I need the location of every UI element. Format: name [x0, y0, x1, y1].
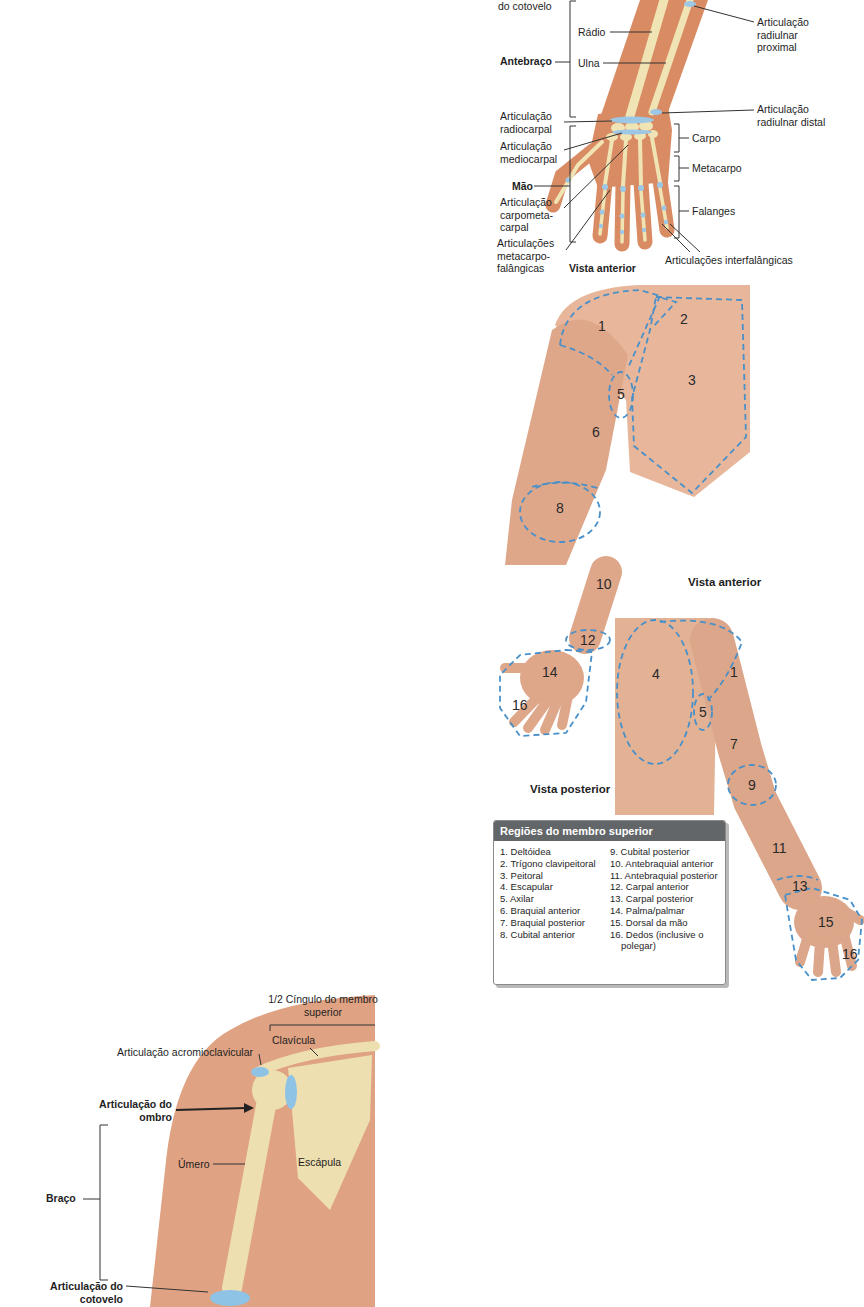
table-column: 9. Cubital posterior10. Antebraquial ant… — [610, 846, 720, 952]
table-body: 1. Deltóidea2. Trígono clavipeitoral3. P… — [494, 841, 725, 958]
region-entry: 1. Deltóidea — [500, 846, 610, 858]
region-entry: 3. Peitoral — [500, 870, 610, 882]
region-number: 16 — [512, 697, 528, 713]
anatomy-label: Articulação acromioclavicular — [117, 1046, 253, 1059]
table-heading: Regiões do membro superior — [494, 821, 725, 841]
region-entry: 4. Escapular — [500, 881, 610, 893]
region-entry: 2. Trígono clavipeitoral — [500, 858, 610, 870]
region-number: 6 — [592, 424, 600, 440]
region-number: 2 — [680, 311, 688, 327]
region-number: 14 — [542, 664, 558, 680]
anatomy-label: Articulação do cotovelo — [48, 1280, 123, 1305]
anatomy-label: Articulações interfalângicas — [665, 254, 793, 267]
region-entry: 13. Carpal posterior — [610, 893, 720, 905]
anatomy-label: Articulação radiulnar proximal — [757, 16, 832, 54]
region-number: 11 — [772, 840, 787, 856]
anatomy-label: Metacarpo — [692, 162, 742, 175]
region-number: 3 — [688, 372, 696, 388]
anatomy-label: Antebraço — [500, 55, 552, 68]
anatomy-label: Falanges — [692, 205, 735, 218]
anatomy-label: Ulna — [578, 57, 600, 70]
view-title: Vista anterior — [688, 576, 761, 589]
anatomy-label: Rádio — [578, 26, 605, 39]
anatomy-label: Articulação radiulnar distal — [757, 103, 832, 128]
region-number: 13 — [792, 878, 808, 894]
view-title: Vista posterior — [530, 783, 610, 796]
anatomy-label: Braço — [46, 1192, 76, 1205]
region-number: 16 — [842, 946, 858, 962]
region-entry: 11. Antebraquial posterior — [610, 870, 720, 882]
anatomy-label: Articulação do ombro — [92, 1098, 172, 1123]
anatomy-label: Carpo — [692, 132, 721, 145]
region-entry: 10. Antebraquial anterior — [610, 858, 720, 870]
anatomy-label: Úmero — [178, 1158, 210, 1171]
region-entry: 12. Carpal anterior — [610, 881, 720, 893]
region-number: 7 — [730, 736, 738, 752]
region-number: 15 — [818, 914, 834, 930]
anatomy-label: Mão — [512, 180, 533, 193]
region-entry: 8. Cubital anterior — [500, 929, 610, 941]
anatomy-label: do cotovelo — [498, 0, 552, 13]
anterior-regions-photo — [505, 285, 750, 565]
region-entry: 7. Braquial posterior — [500, 917, 610, 929]
anatomy-label: Vista anterior — [569, 262, 636, 275]
region-entry: 14. Palma/palmar — [610, 905, 720, 917]
region-number: 8 — [556, 500, 564, 516]
region-number: 4 — [652, 666, 660, 682]
anatomy-label: 1/2 Cíngulo do membro superior — [268, 993, 378, 1018]
region-entry: 5. Axilar — [500, 893, 610, 905]
region-number: 5 — [617, 386, 625, 402]
region-number: 1 — [730, 664, 738, 680]
anatomy-label: Clavícula — [272, 1034, 315, 1047]
region-number: 12 — [580, 632, 596, 648]
region-entry: 6. Braquial anterior — [500, 905, 610, 917]
region-number: 5 — [699, 704, 707, 720]
region-number: 1 — [598, 318, 606, 334]
anatomy-label: Articulação radiocarpal — [500, 110, 562, 135]
forearm-hand-figure — [534, 0, 754, 252]
region-entry: 9. Cubital posterior — [610, 846, 720, 858]
region-table: Regiões do membro superior 1. Deltóidea2.… — [493, 820, 726, 985]
anatomy-label: Articulação mediocarpal — [500, 140, 562, 165]
region-entry: 16. Dedos (inclusive o polegar) — [610, 929, 720, 953]
anterior-hand-photo — [500, 572, 610, 736]
region-number: 9 — [748, 777, 756, 793]
shoulder-arm-figure — [83, 995, 375, 1307]
region-number: 10 — [596, 576, 612, 592]
anatomy-label: Articulações metacarpo-falângicas — [497, 237, 565, 275]
table-column: 1. Deltóidea2. Trígono clavipeitoral3. P… — [500, 846, 610, 952]
anatomy-label: Articulação carpometa-carpal — [500, 196, 562, 234]
region-entry: 15. Dorsal da mão — [610, 917, 720, 929]
anatomy-label: Escápula — [298, 1156, 341, 1169]
